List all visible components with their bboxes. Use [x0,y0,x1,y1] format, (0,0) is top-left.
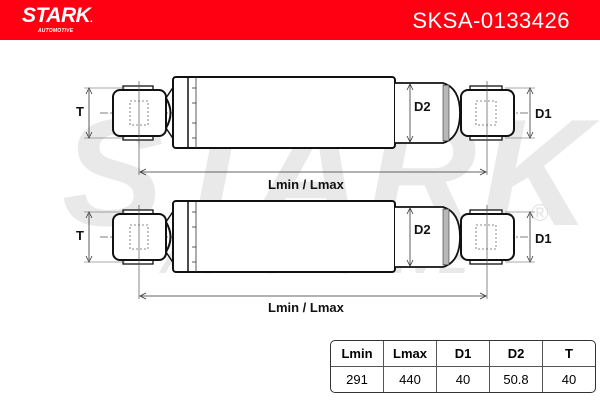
header-lmax: Lmax [384,341,437,367]
header-d2: D2 [490,341,543,367]
spec-table-value-row: 291 440 40 50.8 40 [331,367,595,392]
part-number: SKSA-0133426 [412,8,570,33]
brand-logo: STARK. [22,4,93,27]
header-bar: STARK. AUTOMOTIVE SKSA-0133426 [0,0,600,40]
value-d1: 40 [437,367,490,392]
spec-table-header-row: Lmin Lmax D1 D2 T [331,341,595,367]
watermark-registered: ® [531,200,549,227]
top-d2-label: D2 [414,99,431,114]
bottom-d2-label: D2 [414,222,431,237]
top-length-label: Lmin / Lmax [268,177,344,192]
value-d2: 50.8 [490,367,543,392]
header-d1: D1 [437,341,490,367]
shock-absorber-bottom [83,200,536,300]
bottom-t-label: T [76,228,84,243]
header-lmin: Lmin [331,341,384,367]
top-d1-label: D1 [535,106,552,121]
top-t-label: T [76,104,84,119]
shock-absorber-top [83,76,536,176]
header-t: T [543,341,595,367]
value-lmin: 291 [331,367,384,392]
bottom-length-label: Lmin / Lmax [268,300,344,315]
value-lmax: 440 [384,367,437,392]
value-t: 40 [561,372,577,387]
brand-logo-sub: AUTOMOTIVE [38,28,74,34]
spec-table: Lmin Lmax D1 D2 T 291 440 40 50.8 40 [330,340,596,393]
bottom-d1-label: D1 [535,231,552,246]
